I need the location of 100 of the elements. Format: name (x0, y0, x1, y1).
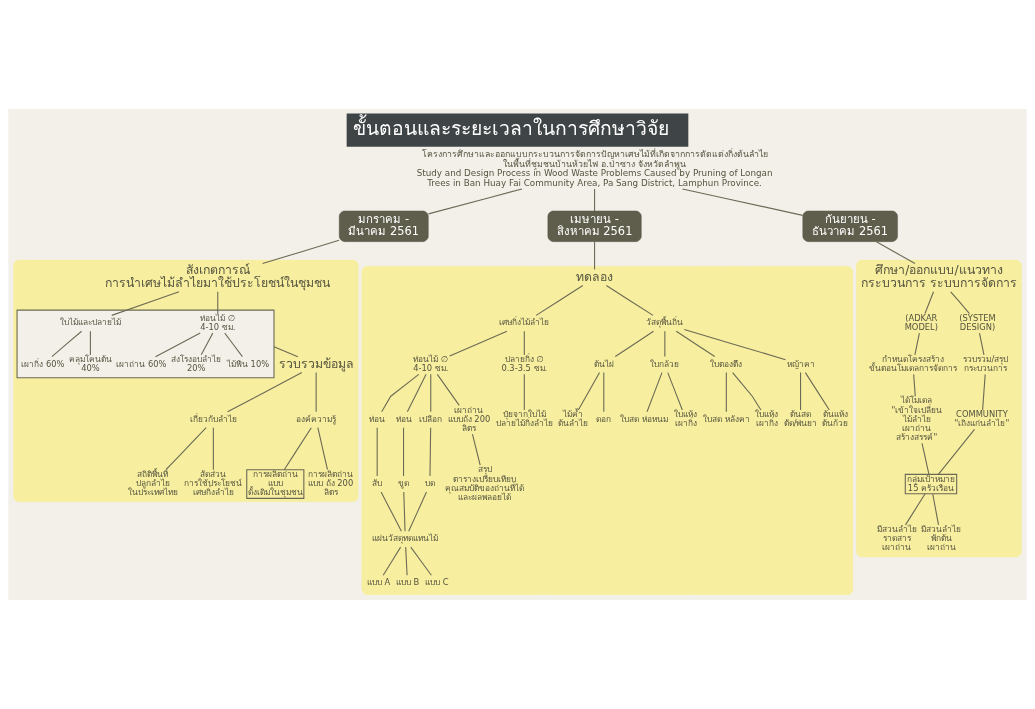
node-text: COMMUNITY "เถิงแก่นลำไย" (954, 409, 1010, 429)
node-text: (SYSTEM DESIGN) (959, 312, 996, 332)
cluster (856, 259, 1022, 558)
node-text: ขูด (398, 478, 410, 489)
node-text: มีสวนลำไย พักต้น เผาถ่าน (921, 524, 962, 553)
node-text: แผ่นวัสดุทดแทนไม้ (372, 533, 439, 544)
connector (381, 373, 420, 413)
connector (165, 427, 207, 471)
node-text: ไม้ฟืน 10% (226, 358, 270, 369)
connector (921, 442, 930, 475)
node-text: (ADKAR MODEL) (904, 312, 938, 332)
connector (594, 188, 596, 212)
node-text: ต้นสด ตัด/พ่นยา (783, 409, 818, 429)
node-text: รวบรวม/สรุป กระบวนการ (963, 354, 1009, 374)
node-text: ทดลอง (576, 269, 614, 284)
node-box: เมษายน - สิงหาคม 2561 (547, 210, 642, 242)
node-text: ท่อน (369, 413, 386, 424)
connector (410, 546, 432, 576)
connector (429, 427, 432, 477)
connector (402, 427, 405, 477)
node-text: แบบ A (366, 577, 391, 588)
connector (594, 241, 596, 271)
node-text: กำหนดโครงสร้าง ขั้นตอนโมเดลการจัดการ (868, 354, 957, 374)
connector (408, 491, 427, 532)
connector (427, 188, 523, 215)
connector (471, 433, 481, 466)
connector (614, 330, 655, 358)
connector (376, 427, 378, 477)
node-text: เปลือก (419, 413, 443, 424)
connector (262, 239, 340, 265)
node-text: รวบรวมข้อมูล (278, 356, 354, 371)
node-box: กันยายน - ธันวาคม 2561 (802, 210, 898, 242)
node-text: ใบแห้ง เผากิ่ง (674, 409, 698, 429)
connector (646, 372, 663, 413)
node-text: โครงการศึกษาและออกแบบกระบวนการจัดการปัญหาเศษไม้ที่เกิดจากการตัดแต่งกิ่งต้นลำไย ในพื้นที่ชุมชนบ้านห้วยไฟ อ.ป่าซาง จังหวัดลำพูน Study and Design Process in Wood Waste Problems Caused by Pruning of Longan Trees in Ban Huay Fai Community Area, Pa Sang District, Lamphun Province. (416, 148, 773, 188)
node-text: ต้นไผ่ (593, 358, 614, 369)
connector (978, 332, 985, 356)
cluster (16, 309, 275, 379)
connector (605, 285, 654, 316)
connector (449, 330, 508, 357)
node-box: กลุ่มเป้าหมาย 15 ครัวเรือน (904, 473, 958, 495)
connector (675, 330, 716, 358)
node-text: ใบกล้วย (650, 358, 680, 369)
node-text: บด (424, 478, 435, 489)
connector (924, 291, 935, 315)
node-text: การผลิตถ่าน แบบ ถัง 200 ลิตร (308, 468, 354, 498)
connector (405, 546, 408, 576)
node-text: ศึกษา/ออกแบบ/แนวทาง กระบวนการ ระบบการจัดการ (860, 262, 1017, 291)
connector (523, 373, 525, 411)
connector (937, 428, 976, 475)
connector (982, 373, 986, 411)
node-text: ท่อนไม้ ∅ 4-10 ซม. (413, 354, 449, 374)
connector (382, 546, 402, 576)
connector (683, 329, 787, 361)
connector (800, 372, 802, 411)
connector (577, 372, 601, 411)
node-text: ใบสด หลังคา (703, 413, 750, 424)
connector (89, 330, 91, 356)
connector (950, 291, 970, 315)
connector (224, 332, 243, 358)
connector (154, 332, 201, 358)
connector (380, 491, 402, 532)
node-text: เกี่ยวกับลำไย (189, 413, 237, 424)
node-text: สับ (372, 478, 383, 489)
connector (436, 373, 460, 406)
connector (667, 372, 683, 411)
node-text: เผากิ่ง 60% (21, 358, 65, 369)
connector (317, 427, 328, 471)
connector (406, 373, 427, 413)
connector (51, 330, 83, 358)
node-text: เศษกิ่งไม้ลำไย (499, 317, 550, 328)
node-text: ท่อน (395, 413, 412, 424)
connector (664, 330, 666, 358)
node-text: องค์ความรู้ (296, 413, 337, 424)
connector (283, 427, 312, 471)
connector (227, 372, 303, 413)
connector (523, 330, 525, 356)
node-text: ต้นแห้ง ต้นก้วย (822, 409, 849, 429)
node-box: มกราคม - มีนาคม 2561 (338, 210, 429, 242)
connector (913, 373, 916, 397)
node-text: ใบตองตึง (710, 358, 743, 369)
connector (111, 291, 180, 316)
node-box-text: การผลิตถ่าน แบบ ดั้งเดิมในชุมชน (246, 469, 305, 499)
cluster (361, 266, 854, 595)
node-text: ท่อนไม้ ∅ 4-10 ซม. (200, 312, 236, 332)
node-text: มีสวนลำไย ราดสาร เผาถ่าน (876, 524, 917, 553)
node-text: หญ้าคา (786, 358, 815, 369)
connector (914, 332, 920, 356)
node-text: คลุมโคนต้น 40% (68, 354, 112, 374)
node-text: ใบไม้และปลายไม้ (59, 317, 121, 328)
node-text: ใบแห้ง เผากิ่ง (755, 409, 779, 429)
node-text: แบบ B (395, 577, 420, 588)
connector (535, 285, 584, 316)
connector (430, 373, 432, 413)
node-text: เผาถ่าน 60% (116, 358, 167, 369)
node-text: สถิติพื้นที่ ปลูกลำไย ในประเทศไทย (127, 468, 178, 498)
connector (804, 372, 830, 411)
connector (682, 188, 804, 216)
connector (200, 332, 214, 356)
node-text: สัดส่วน การใช้ประโยชน์ เศษกิ่งลำไย (184, 468, 243, 498)
